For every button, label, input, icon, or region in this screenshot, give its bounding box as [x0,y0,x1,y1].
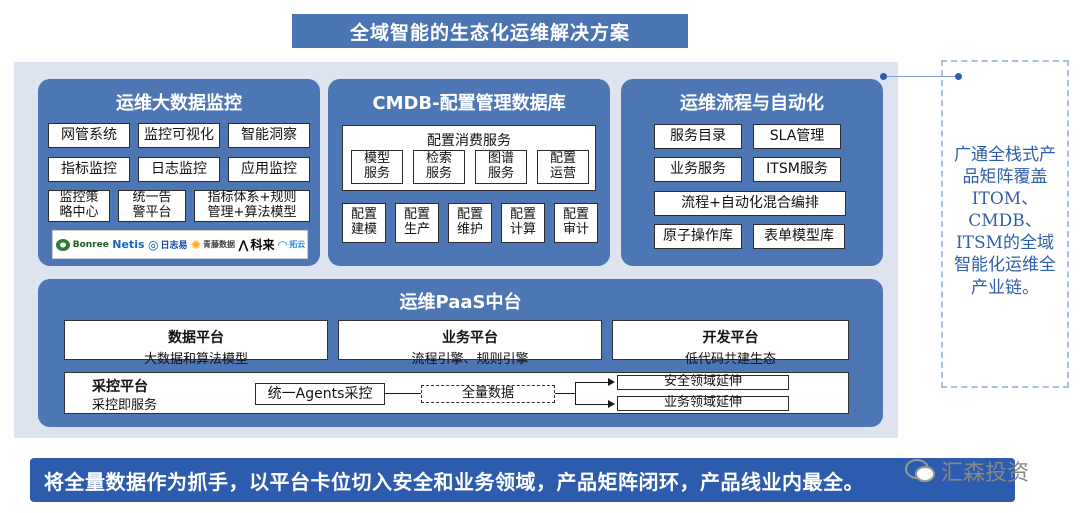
bigdata-monitoring-panel: 运维大数据监控 网管系统 监控可视化 智能洞察 指标监控 日志监控 应用监控 监… [38,79,320,266]
arrow-head [608,400,615,408]
callout-dot-left [880,73,887,80]
paas-title: 运维PaaS中台 [399,292,522,313]
bonree-logo: Bonree [55,238,109,252]
config-consume-service-box: 配置消费服务 模型 服务 检索 服务 图谱 服务 配置 运营 [342,125,596,191]
consume-service-item: 检索 服务 [413,150,465,184]
process-automation-title: 运维流程与自动化 [680,93,824,114]
flow-item: 流程+自动化混合编排 [654,191,846,216]
dev-platform-title: 开发平台 [702,330,759,346]
side-note-text: 广通全栈式产品矩阵覆盖ITOM、CMDB、ITSM的全域智能化运维全产业链。 [954,145,1056,298]
callout-dot-right [955,73,962,80]
flow-item: 原子操作库 [654,224,742,249]
flow-item: SLA管理 [753,124,841,149]
flow-item: ITSM服务 [753,157,841,182]
arrow-head [608,378,615,386]
flow-item: 服务目录 [654,124,742,149]
kelai-logo: ⋀科来 [238,237,275,253]
flow-item: 表单模型库 [753,224,845,249]
config-consume-service-title: 配置消费服务 [427,133,511,149]
netis-logo: Netis [112,238,145,251]
connector-line [575,382,609,383]
connector-line [385,393,421,394]
collect-platform-sub: 采控即服务 [92,398,158,413]
business-platform-sub: 流程引擎、规则引擎 [411,352,529,367]
business-platform-title: 业务平台 [442,330,498,346]
bigdata-item: 日志监控 [138,157,220,182]
bigdata-item: 监控可视化 [138,123,220,148]
connector-line [575,382,576,405]
consume-service-item: 模型 服务 [351,150,403,184]
connector-line [575,404,609,405]
paas-panel: 运维PaaS中台 数据平台 大数据和算法模型 业务平台 流程引擎、规则引擎 开发… [38,279,883,427]
config-item: 配置 计算 [501,203,545,243]
tuoyun-logo: ◠拓云 [277,237,306,252]
business-extension-box: 业务领域延伸 [617,395,789,411]
config-item: 配置 审计 [554,203,598,243]
bigdata-item: 统一告 警平台 [118,190,186,222]
data-platform-box: 数据平台 大数据和算法模型 [64,320,328,367]
cmdb-title: CMDB-配置管理数据库 [372,93,566,114]
full-data-box: 全量数据 [421,385,555,403]
bigdata-item: 监控策 略中心 [48,190,110,222]
bigdata-item: 指标体系+规则 管理+算法模型 [194,190,310,222]
config-item: 配置 生产 [395,203,439,243]
config-item: 配置 建模 [342,203,386,243]
page-title: 全域智能的生态化运维解决方案 [292,14,688,48]
wechat-icon [905,459,935,482]
watermark: 汇森投资 [905,455,1029,487]
consume-service-item: 图谱 服务 [475,150,527,184]
collect-platform-title: 采控平台 [92,379,148,395]
data-platform-title: 数据平台 [168,330,224,346]
process-automation-panel: 运维流程与自动化 服务目录 SLA管理 业务服务 ITSM服务 流程+自动化混合… [621,79,883,266]
business-platform-box: 业务平台 流程引擎、规则引擎 [338,320,602,367]
security-extension-box: 安全领域延伸 [617,374,789,390]
bigdata-item: 应用监控 [228,157,310,182]
bigdata-item: 指标监控 [48,157,130,182]
qingteng-logo: ✺青藤数据 [190,237,235,252]
config-item: 配置 维护 [448,203,492,243]
bigdata-monitoring-title: 运维大数据监控 [116,93,242,114]
partner-logos-strip: Bonree Netis ◎日志易 ✺青藤数据 ⋀科来 ◠拓云 [52,230,308,259]
bottom-summary-bar: 将全量数据作为抓手，以平台卡位切入安全和业务领域，产品矩阵闭环，产品线业内最全。 [30,458,1015,502]
unified-agents-box: 统一Agents采控 [255,383,385,405]
data-platform-sub: 大数据和算法模型 [143,352,248,367]
callout-line [887,76,957,77]
rizhiyi-logo: ◎日志易 [147,237,188,252]
collect-platform-box: 采控平台 采控即服务 统一Agents采控 全量数据 安全领域延伸 业务领域延伸 [64,372,849,414]
bigdata-item: 网管系统 [48,123,130,148]
dev-platform-sub: 低代码共建生态 [684,352,776,367]
dev-platform-box: 开发平台 低代码共建生态 [612,320,849,367]
bigdata-item: 智能洞察 [228,123,310,148]
consume-service-item: 配置 运营 [537,150,589,184]
connector-line [555,393,575,394]
side-note-box: 广通全栈式产品矩阵覆盖ITOM、CMDB、ITSM的全域智能化运维全产业链。 [941,60,1069,388]
watermark-text: 汇森投资 [941,461,1030,486]
flow-item: 业务服务 [654,157,742,182]
cmdb-panel: CMDB-配置管理数据库 配置消费服务 模型 服务 检索 服务 图谱 服务 配置… [328,79,610,266]
